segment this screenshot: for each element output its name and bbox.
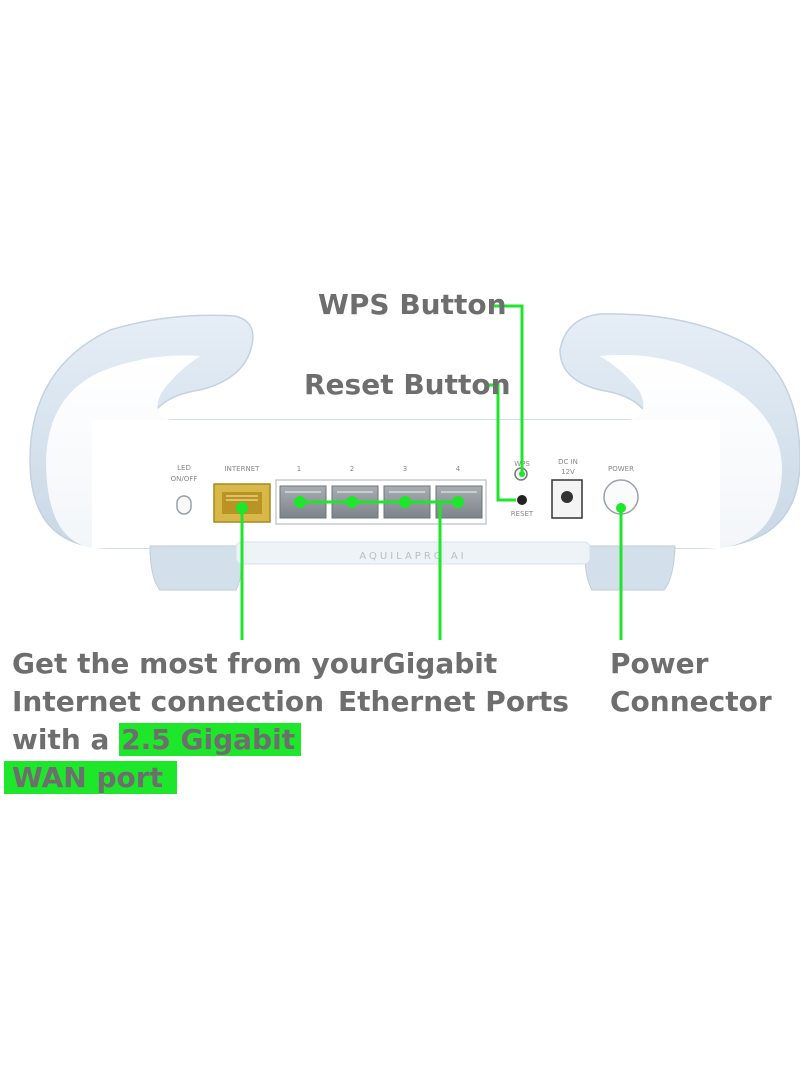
lan-dot-2 [346, 496, 358, 508]
lan-dot-4 [452, 496, 464, 508]
router-left-foot [149, 545, 242, 591]
lan-dot-1 [294, 496, 306, 508]
reset-button[interactable] [517, 495, 527, 505]
power-callout-line2: Connector [610, 685, 772, 718]
power-callout-line1: Power [610, 647, 709, 680]
router-base-strip [235, 541, 591, 565]
ethernet-callout-line [300, 500, 458, 640]
led-label-line1: LED [177, 464, 191, 472]
ethernet-callout-line2: Ethernet Ports [338, 685, 569, 718]
ethernet-callout-line1: Gigabit [382, 647, 498, 680]
reset-label: RESET [511, 510, 534, 518]
lan-label-3: 3 [403, 465, 407, 473]
wps-callout-line [490, 304, 524, 474]
ethernet-callout: Gigabit Ethernet Ports [338, 645, 569, 721]
wps-dot [519, 471, 525, 477]
wan-callout-line1: Get the most from your [12, 647, 383, 680]
lan-dot-3 [399, 496, 411, 508]
router-body: AQUILAPRO AI LED ON/OFF INTERNET 1 2 3 4… [29, 313, 800, 591]
wps-callout: WPS Button [318, 288, 507, 321]
dc-in-pin [561, 491, 573, 503]
lan-label-4: 4 [456, 465, 461, 473]
led-label-line2: ON/OFF [171, 475, 198, 483]
dc-label-line2: 12V [561, 468, 575, 476]
wan-port-contacts [226, 495, 258, 501]
wan-callout: Get the most from your Internet connecti… [4, 645, 383, 797]
reset-callout-line [488, 383, 516, 502]
dc-label-line1: DC IN [558, 458, 578, 466]
lan-label-1: 1 [297, 465, 301, 473]
wan-callout-highlight-1: 2.5 Gigabit [119, 723, 302, 756]
wan-callout-highlight-2: WAN port [4, 761, 177, 794]
led-button[interactable] [176, 495, 192, 515]
wan-port-dot [236, 502, 248, 514]
callout-dots [236, 471, 626, 514]
callout-lines [240, 304, 623, 640]
wan-callout-line3-plain: with a [12, 723, 120, 756]
power-dot [616, 503, 626, 513]
router-right-foot [584, 545, 676, 591]
wan-callout-line2: Internet connection [12, 685, 325, 718]
model-label: AQUILAPRO AI [359, 551, 466, 562]
reset-callout: Reset Button [304, 368, 511, 401]
wan-callout-line3: with a 2.5 Gigabit [12, 721, 383, 759]
wan-callout-line4: WAN port [4, 759, 375, 797]
lan-label-2: 2 [350, 465, 354, 473]
power-callout: Power Connector [610, 645, 772, 721]
internet-label: INTERNET [225, 465, 261, 473]
power-label: POWER [608, 465, 634, 473]
